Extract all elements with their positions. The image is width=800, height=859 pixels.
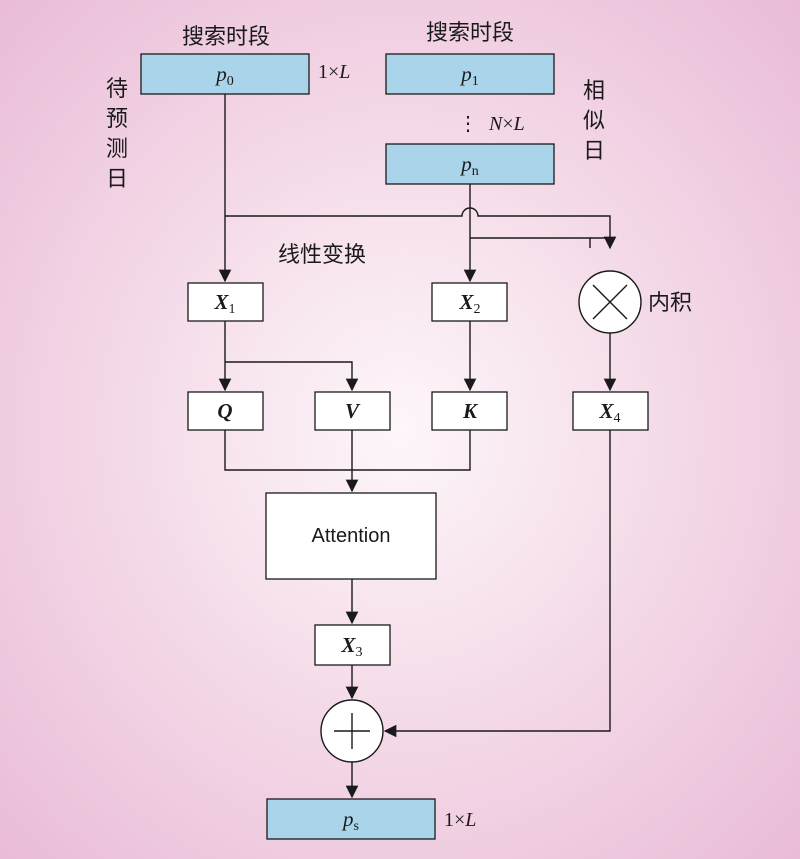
p1-base: p [459,62,472,86]
svg-text:X2: X2 [458,290,480,317]
attention-box: Attention [265,492,437,580]
p0-sub: 0 [227,74,234,89]
q-box: Q [187,391,264,431]
p0-box: p0 [140,53,310,95]
x3-box: X3 [314,624,391,666]
dim-1xL-top: 1×L [318,61,350,83]
ps-sub: s [354,819,359,834]
pn-base: p [459,152,472,176]
x2-sub: 2 [474,302,481,317]
inner-product-label: 内积 [648,291,692,316]
inner-product-operator [578,270,642,334]
x3-base: X [340,633,356,657]
x4-base: X [598,399,614,423]
svg-text:pn: pn [459,152,479,179]
k-box: K [431,391,508,431]
search-period-label-left: 搜索时段 [182,25,270,50]
svg-text:X4: X4 [598,399,620,426]
similar-day-char: 日 [583,139,605,164]
linear-transform-label: 线性变换 [278,243,366,268]
similar-day-label: 相 似 日 [583,79,605,164]
dim-NxL: N×L [488,113,525,135]
attention-label: Attention [312,525,391,547]
vdots: ⋮ [458,113,478,135]
x4-sub: 4 [614,411,621,426]
q-label: Q [217,399,232,423]
similar-day-char: 似 [583,109,605,134]
target-day-char: 预 [106,107,128,132]
x3-sub: 3 [356,645,363,660]
pn-sub: n [472,164,479,179]
ps-box: ps [266,798,436,840]
target-day-label: 待 预 测 日 [106,77,128,192]
x1-box: X1 [187,282,264,322]
pn-box: pn [385,143,555,185]
svg-text:X1: X1 [213,290,235,317]
search-period-label-right: 搜索时段 [426,21,514,46]
v-box: V [314,391,391,431]
add-operator [320,699,384,763]
dim-1xL-bottom: 1×L [444,809,476,831]
svg-text:X3: X3 [340,633,362,660]
x4-box: X4 [572,391,649,431]
k-label: K [462,399,479,423]
x1-sub: 1 [229,302,236,317]
svg-text:p1: p1 [459,62,479,89]
target-day-char: 待 [106,77,128,102]
similar-day-char: 相 [583,79,605,104]
ps-base: p [341,807,354,831]
p0-base: p [214,62,227,86]
x2-base: X [458,290,474,314]
x2-box: X2 [431,282,508,322]
p1-box: p1 [385,53,555,95]
v-label: V [345,399,361,423]
svg-text:ps: ps [341,807,359,834]
x1-base: X [213,290,229,314]
p1-sub: 1 [472,74,479,89]
svg-text:p0: p0 [214,62,234,89]
target-day-char: 测 [106,137,128,162]
target-day-char: 日 [106,167,128,192]
